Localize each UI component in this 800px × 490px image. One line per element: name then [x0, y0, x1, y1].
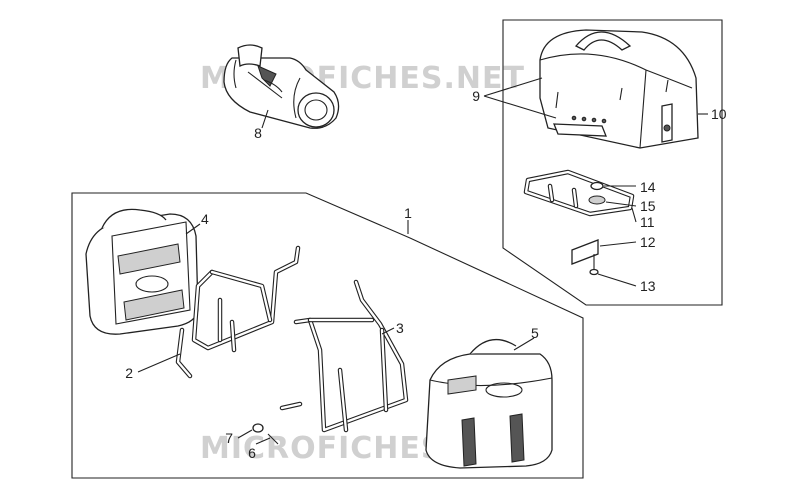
screw-13: [589, 254, 599, 276]
callout-5: 5: [531, 325, 539, 341]
pannier-frame-left: [175, 245, 301, 379]
top-case-rack: [523, 169, 635, 217]
callout-11: 11: [640, 214, 655, 230]
callout-1: 1: [404, 205, 412, 221]
nut-14: [590, 181, 604, 191]
callout-3: 3: [396, 320, 404, 336]
callout-4: 4: [201, 211, 209, 227]
leader-lines: [137, 77, 708, 445]
pannier-bag-left: [85, 208, 199, 335]
top-case: [539, 29, 699, 149]
pannier-bag-right: [425, 338, 553, 469]
callout-12: 12: [640, 234, 656, 250]
tool-roll-bag: [223, 44, 340, 129]
callout-9: 9: [472, 88, 480, 104]
group-frame-panniers: [71, 192, 584, 479]
pin-6: [267, 433, 279, 445]
callout-6: 6: [248, 445, 256, 461]
callout-13: 13: [640, 278, 656, 294]
callout-7: 7: [225, 430, 233, 446]
callout-8: 8: [254, 125, 262, 141]
bracket-12: [571, 239, 599, 265]
callout-14: 14: [640, 179, 656, 195]
callout-2: 2: [125, 365, 133, 381]
plug-7: [252, 423, 264, 433]
washer-15: [588, 195, 606, 205]
callout-15: 15: [640, 198, 656, 214]
callout-10: 10: [711, 106, 727, 122]
pannier-frame-right: [279, 279, 409, 433]
group-frame-top-case: [502, 19, 723, 306]
